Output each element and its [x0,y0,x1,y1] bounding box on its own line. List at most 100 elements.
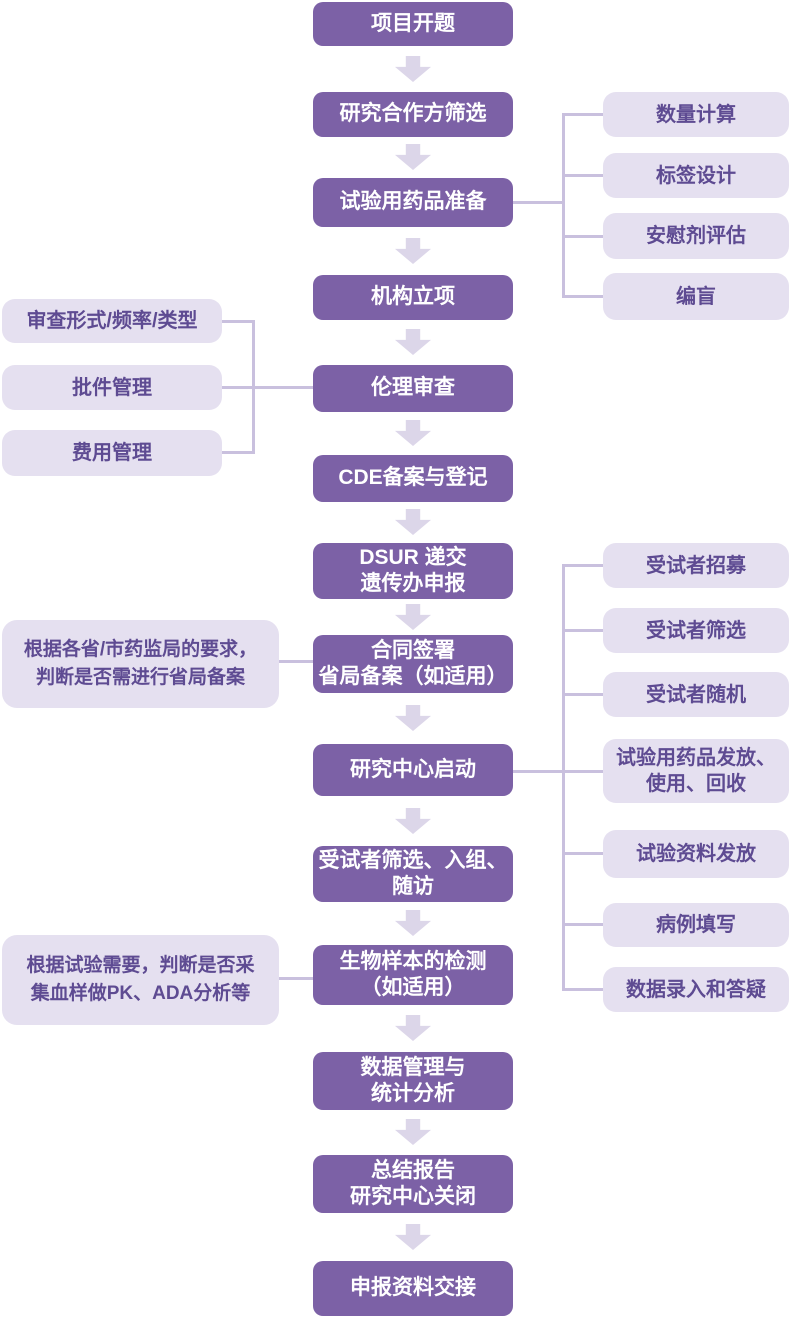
connector-drug-prep-trunk [513,201,565,204]
arrow-down-icon [395,808,431,834]
connector-site-trunk [513,770,603,773]
flow-step-label: 研究合作方筛选 [339,102,487,126]
branch-item-quantity-calculation: 数量计算 [603,92,789,137]
flow-step-label: 研究中心关闭 [350,1185,476,1208]
flow-step-label: （如适用） [360,976,466,999]
branch-item-subject-randomization: 受试者随机 [603,672,789,717]
arrow-down-icon [395,144,431,170]
connector-site-stub [562,629,603,632]
branch-item-label: 受试者招募 [646,554,746,577]
arrow-down-icon [395,1015,431,1041]
connector-note-stub [279,660,313,663]
branch-item-case-filling: 病例填写 [603,903,789,947]
branch-item-subject-recruitment: 受试者招募 [603,543,789,588]
branch-item-material-distribution: 试验资料发放 [603,830,789,878]
flow-step-drug-preparation: 试验用药品准备 [313,178,513,227]
branch-item-approval-management: 批件管理 [2,365,222,410]
connector-site-stub [562,693,603,696]
flow-step-data-management: 数据管理与 统计分析 [313,1052,513,1110]
branch-item-label: 试验用药品发放、 [616,747,776,769]
flow-step-contract-signing: 合同签署 省局备案（如适用） [313,635,513,693]
flow-step-partner-screening: 研究合作方筛选 [313,92,513,137]
branch-item-label: 受试者随机 [646,683,746,706]
branch-item-label: 批件管理 [72,376,152,399]
arrow-down-icon [395,238,431,264]
connector-site-stub [562,923,603,926]
flow-step-label: 试验用药品准备 [339,190,487,214]
branch-item-label: 费用管理 [72,442,152,464]
flow-step-institution-filing: 机构立项 [313,275,513,320]
branch-item-label: 标签设计 [656,164,736,187]
branch-item-label: 编盲 [676,285,716,308]
branch-item-placebo-evaluation: 安慰剂评估 [603,213,789,259]
branch-item-data-entry-query: 数据录入和答疑 [603,967,789,1012]
branch-item-review-type: 审查形式/频率/类型 [2,299,222,343]
connector-site-spine [562,564,565,991]
flow-step-label: 省局备案（如适用） [318,665,508,688]
arrow-down-icon [395,509,431,535]
connector-drug-prep-stub [562,174,603,177]
branch-item-label: 受试者筛选 [646,619,746,642]
flow-step-label: 遗传办申报 [360,572,466,595]
connector-note-stub [279,977,313,980]
arrow-down-icon [395,329,431,355]
note-label: 根据试验需要，判断是否采 [26,955,255,977]
connector-drug-prep-stub [562,113,603,116]
note-label: 集血样做PK、ADA分析等 [30,983,251,1004]
connector-site-stub [562,988,603,991]
arrow-down-icon [395,1224,431,1250]
connector-site-stub [562,564,603,567]
branch-item-blinding: 编盲 [603,273,789,320]
flow-step-label: 统计分析 [371,1082,455,1105]
flow-step-site-activation: 研究中心启动 [313,744,513,796]
note-blood-sampling: 根据试验需要，判断是否采 集血样做PK、ADA分析等 [2,935,279,1025]
flow-step-label: DSUR 递交 [359,545,467,569]
connector-ethics-trunk [222,386,313,389]
flow-step-label: 项目开题 [371,11,455,35]
connector-drug-prep-spine [562,113,565,298]
flow-step-biosample-testing: 生物样本的检测 （如适用） [313,945,513,1005]
flow-step-subject-enrollment: 受试者筛选、入组、 随访 [313,846,513,902]
note-provincial-filing: 根据各省/市药监局的要求， 判断是否需进行省局备案 [2,620,279,708]
branch-item-label: 病例填写 [656,914,736,936]
arrow-down-icon [395,56,431,82]
note-label: 判断是否需进行省局备案 [35,667,245,688]
flow-step-label: 生物样本的检测 [339,949,487,973]
flow-step-label: 总结报告 [371,1158,455,1182]
arrow-down-icon [395,910,431,936]
flow-step-label: CDE备案与登记 [338,466,488,490]
flow-step-dsur-submission: DSUR 递交 遗传办申报 [313,543,513,599]
branch-item-label-design: 标签设计 [603,153,789,198]
branch-item-label: 试验资料发放 [636,843,756,865]
arrow-down-icon [395,705,431,731]
branch-item-label: 安慰剂评估 [646,225,746,247]
flow-step-label: 伦理审查 [371,376,455,400]
connector-site-stub [562,852,603,855]
flow-step-label: 研究中心启动 [350,757,476,781]
flow-step-final-report: 总结报告 研究中心关闭 [313,1155,513,1213]
flow-step-label: 数据管理与 [360,1055,466,1079]
flow-step-cde-filing: CDE备案与登记 [313,455,513,502]
branch-item-label: 数量计算 [656,103,736,126]
branch-item-label: 使用、回收 [646,773,746,795]
flow-step-dossier-handover: 申报资料交接 [313,1261,513,1316]
branch-item-label: 数据录入和答疑 [626,978,766,1001]
flow-step-label: 随访 [392,875,434,898]
branch-item-label: 审查形式/频率/类型 [26,310,198,332]
connector-ethics-stub [222,451,255,454]
connector-drug-prep-stub [562,235,603,238]
flow-step-label: 受试者筛选、入组、 [318,848,508,872]
branch-item-subject-screening: 受试者筛选 [603,608,789,653]
flow-step-label: 合同签署 [371,638,455,662]
branch-item-drug-dispensing: 试验用药品发放、 使用、回收 [603,739,789,803]
connector-ethics-stub [222,320,255,323]
flow-step-label: 机构立项 [371,285,455,309]
arrow-down-icon [395,1119,431,1145]
connector-drug-prep-stub [562,295,603,298]
flow-step-ethics-review: 伦理审查 [313,365,513,412]
arrow-down-icon [395,420,431,446]
flow-step-project-kickoff: 项目开题 [313,2,513,46]
branch-item-fee-management: 费用管理 [2,430,222,476]
arrow-down-icon [395,604,431,630]
